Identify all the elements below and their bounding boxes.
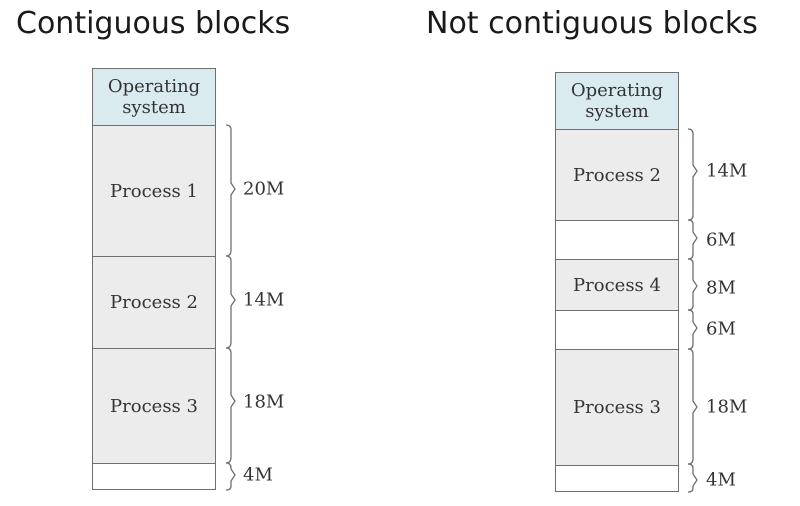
not-contiguous-title: Not contiguous blocks [426, 6, 758, 41]
process-4-block: Process 4 [555, 259, 679, 311]
process-2-block: Process 2 [92, 256, 216, 349]
contiguous-title: Contiguous blocks [16, 6, 291, 41]
size-label-8m: 8M [706, 277, 736, 299]
size-label-6m: 6M [706, 318, 736, 340]
process-2-block: Process 2 [555, 129, 679, 221]
size-label-20m: 20M [243, 178, 285, 200]
size-label-14m: 14M [243, 289, 285, 311]
size-label-18m: 18M [706, 396, 748, 418]
size-label-14m: 14M [706, 160, 748, 182]
os-block: Operating system [92, 68, 216, 126]
size-label-4m: 4M [706, 469, 736, 491]
size-label-18m: 18M [243, 391, 285, 413]
process-3-block: Process 3 [555, 349, 679, 466]
process-1-block: Process 1 [92, 125, 216, 257]
size-braces [225, 124, 236, 491]
process-3-block: Process 3 [92, 348, 216, 464]
contiguous-memory-stack: Operating system Process 1 Process 2 Pro… [92, 68, 216, 490]
free-block [555, 220, 679, 260]
size-label-6m: 6M [706, 229, 736, 251]
size-braces [687, 128, 698, 493]
free-block [555, 465, 679, 492]
free-block [92, 463, 216, 490]
non-contiguous-memory-stack: Operating system Process 2 Process 4 Pro… [555, 72, 679, 492]
os-block: Operating system [555, 72, 679, 130]
free-block [555, 310, 679, 350]
size-label-4m: 4M [243, 464, 273, 486]
